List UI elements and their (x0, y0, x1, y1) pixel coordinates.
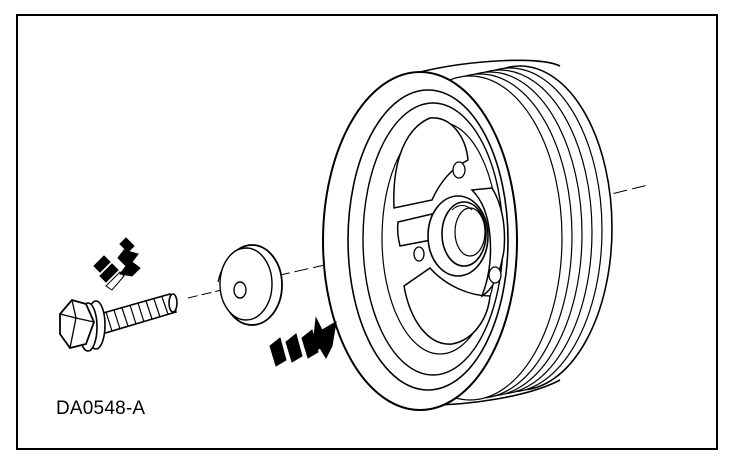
figure-label: DA0548-A (56, 398, 146, 419)
pulley-spoke-windows (393, 117, 506, 345)
pulley-bolt-holes (413, 161, 502, 284)
tighten-rotation-arrows (93, 237, 141, 291)
bolt (59, 293, 178, 352)
washer (217, 244, 283, 326)
install-direction-arrows (269, 316, 337, 367)
pulley-hub-bore (427, 195, 489, 277)
